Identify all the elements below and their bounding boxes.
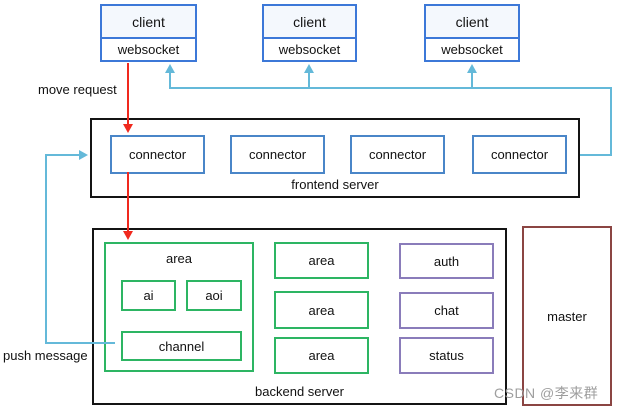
area-group-box: area ai aoi channel [104,242,254,372]
backend-server-box: area ai aoi channel area area area auth … [92,228,507,405]
client-label: client [426,6,518,39]
connector-box-4: connector [472,135,567,174]
chat-box: chat [399,292,494,329]
client-box-1: client websocket [100,4,197,62]
websocket-label: websocket [426,39,518,60]
channel-box: channel [121,331,242,361]
client-label: client [264,6,355,39]
client-label: client [102,6,195,39]
arrowhead-up-icon [467,64,477,73]
client-box-3: client websocket [424,4,520,62]
arrowhead-right-icon [79,150,88,160]
frontend-server-box: connector connector connector connector … [90,118,580,198]
auth-box: auth [399,243,494,279]
backend-server-label: backend server [255,384,344,399]
aoi-box: aoi [186,280,242,311]
watermark: CSDN @李来群 [494,385,599,401]
area-box-3: area [274,337,369,374]
connector-box-2: connector [230,135,325,174]
area-box-2: area [274,291,369,329]
master-box: master [522,226,612,406]
area-group-label: area [165,251,193,266]
arrowhead-up-icon [304,64,314,73]
connector-box-3: connector [350,135,445,174]
connector-box-1: connector [110,135,205,174]
move-request-label: move request [38,82,117,97]
client-box-2: client websocket [262,4,357,62]
frontend-server-label: frontend server [291,177,379,192]
websocket-label: websocket [102,39,195,60]
arrowhead-up-icon [165,64,175,73]
area-box-1: area [274,242,369,279]
websocket-label: websocket [264,39,355,60]
ai-box: ai [121,280,176,311]
push-message-label: push message [3,348,88,363]
status-box: status [399,337,494,374]
